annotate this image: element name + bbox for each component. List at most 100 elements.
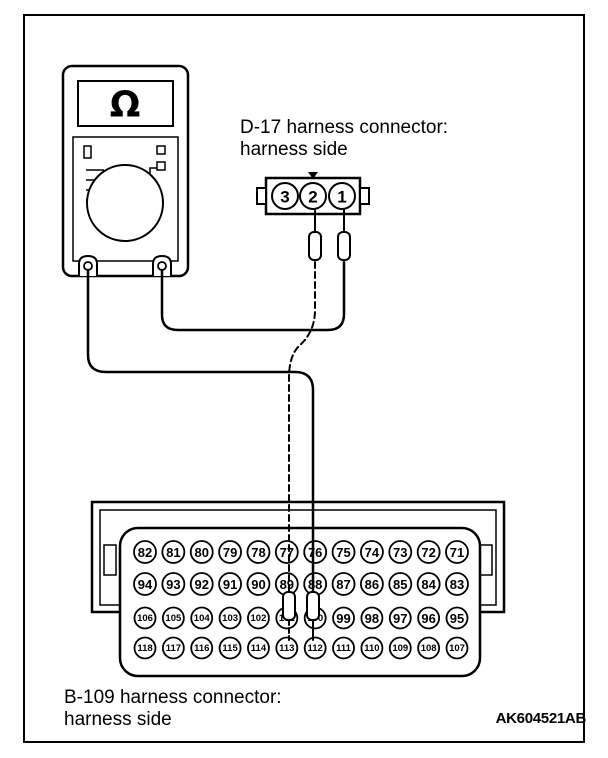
d17-side-tab <box>256 187 267 205</box>
b109-pin <box>388 540 413 564</box>
b109-pin <box>360 606 384 630</box>
d17-pin <box>271 182 299 210</box>
b109-side-tab <box>103 544 117 576</box>
b109-pin <box>332 606 355 630</box>
b109-side-tab <box>479 544 493 576</box>
b109-pin-label: 88 <box>308 577 322 592</box>
b109-pin <box>416 540 441 564</box>
b109-pin <box>161 572 186 596</box>
b109-pin-label: 95 <box>450 611 464 626</box>
b109-pin <box>190 606 214 630</box>
b109-label-line1: B-109 harness connector: <box>64 687 282 708</box>
b109-pin <box>360 572 384 596</box>
lead-meter-to-b109-pin112 <box>86 268 315 594</box>
b109-pin <box>189 540 214 564</box>
b109-pin <box>133 606 157 630</box>
test-leads <box>86 260 346 641</box>
b109-pin-label: 86 <box>365 577 379 592</box>
d17-pin-label: 3 <box>280 188 289 207</box>
b109-pin-label: 81 <box>166 545 180 560</box>
b109-pin-label: 109 <box>392 643 408 654</box>
ohm-symbol: Ω <box>110 85 141 126</box>
b109-pin-label: 74 <box>365 545 380 560</box>
b109-pin <box>388 572 413 596</box>
d17-label-line1: D-17 harness connector: <box>240 117 449 138</box>
b109-pin <box>133 540 157 564</box>
b109-pin-label: 104 <box>194 613 211 624</box>
b109-pin-label: 91 <box>223 577 237 592</box>
b109-pin <box>246 540 271 564</box>
b109-pin <box>417 606 441 630</box>
meter-button-icon <box>83 145 92 159</box>
b109-pin <box>303 636 327 660</box>
b109-pin-label: 90 <box>251 577 265 592</box>
b109-pin <box>388 636 412 660</box>
meter-dial[interactable] <box>86 164 164 242</box>
b109-pin-label: 113 <box>279 643 294 654</box>
b109-pin-label: 98 <box>365 611 379 626</box>
b109-pin-label: 115 <box>222 643 238 654</box>
b109-pin-label: 116 <box>194 643 209 654</box>
b109-pin-label: 72 <box>421 545 435 560</box>
d17-side-tab <box>359 187 370 205</box>
b109-pin <box>246 572 271 596</box>
wire-d17-pin2-hidden <box>288 261 316 593</box>
b109-pin <box>161 636 185 660</box>
b109-pin <box>133 572 157 596</box>
b109-pin <box>445 606 469 630</box>
b109-pin <box>275 636 299 660</box>
b109-pin-label: 85 <box>393 577 407 592</box>
b109-pin-label: 97 <box>393 611 407 626</box>
b109-pin-label: 73 <box>393 545 407 560</box>
b109-pin-label: 77 <box>280 545 294 560</box>
d17-label-line2: harness side <box>240 139 348 160</box>
probe-d17-pin1 <box>337 231 351 261</box>
b109-pin-label: 110 <box>364 643 379 654</box>
b109-pin <box>416 572 441 596</box>
b109-pin-label: 78 <box>251 545 265 560</box>
b109-pin <box>218 606 242 630</box>
b109-pin <box>388 606 412 630</box>
b109-pin-label: 71 <box>450 545 464 560</box>
b109-pin <box>190 636 214 660</box>
b109-face <box>118 526 482 678</box>
b109-pin-label: 94 <box>138 577 153 592</box>
diagram-frame <box>23 14 585 743</box>
b109-pin-label: 105 <box>165 613 182 624</box>
d17-connector: 3 2 1 <box>256 172 370 234</box>
lead-meter-to-d17-pin1 <box>160 260 346 332</box>
b109-pin-label: 76 <box>308 545 322 560</box>
b109-pin-label: 107 <box>449 643 465 654</box>
b109-pin <box>417 636 441 660</box>
b109-pin <box>332 636 355 660</box>
b109-pin-label: 79 <box>223 545 237 560</box>
d17-pin <box>328 182 356 210</box>
b109-pin <box>189 572 214 596</box>
b109-pin <box>360 636 384 660</box>
b109-pin-label: 82 <box>138 545 152 560</box>
b109-pin-label: 102 <box>251 613 267 624</box>
b109-label-line2: harness side <box>64 709 172 730</box>
meter-display <box>77 80 174 127</box>
b109-pin-label: 106 <box>137 613 153 624</box>
b109-pin-label: 75 <box>336 545 350 560</box>
d17-pin-label: 2 <box>308 188 317 207</box>
b109-pin-label: 89 <box>280 577 294 592</box>
b109-pin-label: 92 <box>194 577 208 592</box>
b109-pin-label: 99 <box>336 611 350 626</box>
b109-pin-label: 84 <box>421 577 436 592</box>
b109-pin <box>247 636 270 660</box>
b109-pin <box>331 572 356 596</box>
b109-pin <box>133 636 157 660</box>
b109-pin-label: 87 <box>336 577 350 592</box>
b109-pin <box>161 606 185 630</box>
probe-tips <box>282 231 351 621</box>
probe-b109-pin112 <box>306 591 320 621</box>
b109-pin <box>218 636 242 660</box>
multimeter: Ω <box>61 64 190 278</box>
meter-indicator-icon <box>156 145 166 155</box>
b109-pin-label: 96 <box>421 611 435 626</box>
